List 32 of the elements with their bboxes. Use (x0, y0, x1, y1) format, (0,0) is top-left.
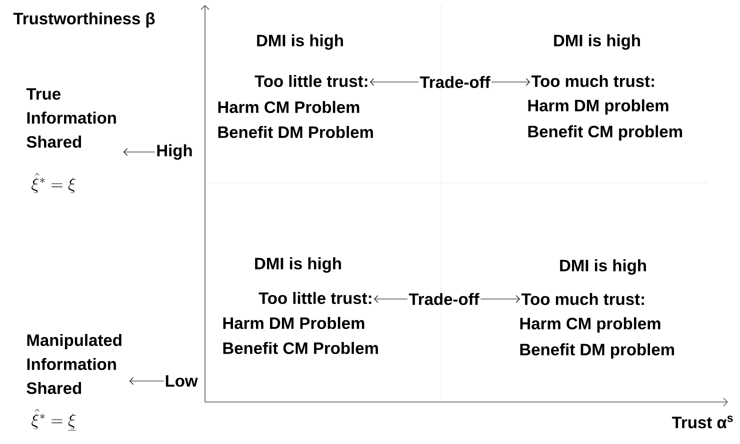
quadrant-heading: DMI is high (257, 34, 343, 50)
quadrant-heading: DMI is high (560, 259, 646, 275)
arrow (480, 295, 520, 303)
axis-title: Trust α$^{s}$ (672, 416, 733, 428)
text-label: Too much trust: (520, 292, 647, 306)
text-label: True Information Shared (25, 87, 124, 149)
arrow (374, 295, 408, 303)
arrow (123, 148, 156, 156)
formula: $\hat{\xi}^{*} = \underline{\xi}$ (32, 409, 76, 430)
formula: $\hat{\xi}^{*} = \xi$ (32, 173, 76, 194)
effect-text: Harm DM problem (528, 99, 668, 115)
tradeoff-label: Trade-off (408, 292, 480, 306)
effect-text: Benefit CM Problem (223, 342, 378, 354)
effect-text: Harm DM Problem (223, 316, 364, 330)
quadrant-heading: DMI is high (255, 257, 341, 273)
text-label: Too much trust: (530, 74, 657, 88)
effect-text: Harm CM Problem (218, 100, 360, 114)
text-label: Too little trust: (254, 74, 370, 88)
arrow (370, 78, 419, 86)
tradeoff-label: Trade-off (418, 74, 492, 90)
axis-level-label: Low (164, 374, 199, 388)
axis-level-label: High (155, 143, 194, 161)
effect-text: Benefit DM Problem (218, 126, 373, 138)
quadrant-heading: DMI is high (554, 34, 640, 50)
effect-text: Benefit CM problem (528, 125, 682, 141)
effect-text: Harm CM problem (520, 317, 660, 333)
effect-text: Benefit DM problem (520, 343, 674, 359)
axis-title: Trustworthiness β (13, 12, 155, 28)
text-label: Manipulated Information Shared (25, 332, 130, 396)
text-label: Too little trust: (258, 290, 374, 306)
arrow (491, 78, 530, 86)
arrow (129, 377, 164, 385)
